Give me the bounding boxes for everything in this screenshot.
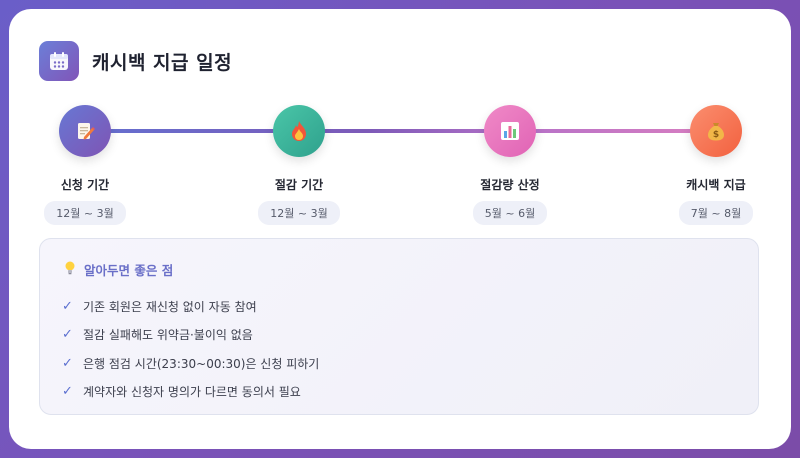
timeline-step-calc: 절감량 산정 5월 ~ 6월 [455,105,565,225]
tips-box: 알아두면 좋은 점 ✓ 기존 회원은 재신청 없이 자동 참여 ✓ 절감 실패해… [39,238,759,415]
check-icon: ✓ [62,327,73,343]
check-icon: ✓ [62,384,73,400]
step-label: 절감 기간 [274,178,324,192]
tip-item: ✓ 절감 실패해도 위약금·불이익 없음 [62,321,319,350]
card-header: 캐시백 지급 일정 [39,41,232,81]
timeline-step-apply: 신청 기간 12월 ~ 3월 [30,105,140,225]
svg-text:$: $ [713,130,719,140]
step-label: 캐시백 지급 [686,178,746,192]
tips-header: 알아두면 좋은 점 [64,260,173,279]
lightbulb-icon [64,260,76,279]
money-bag-icon: $ [690,105,742,157]
timeline-step-save: 절감 기간 12월 ~ 3월 [244,105,354,225]
step-label: 절감량 산정 [480,178,540,192]
step-date: 12월 ~ 3월 [44,201,126,225]
check-icon: ✓ [62,298,73,314]
tips-list: ✓ 기존 회원은 재신청 없이 자동 참여 ✓ 절감 실패해도 위약금·불이익 … [62,292,319,406]
tip-text: 기존 회원은 재신청 없이 자동 참여 [83,299,257,314]
tip-text: 계약자와 신청자 명의가 다르면 동의서 필요 [83,385,301,400]
step-label: 신청 기간 [60,178,110,192]
tip-text: 은행 점검 시간(23:30~00:30)은 신청 피하기 [83,356,320,371]
tip-item: ✓ 기존 회원은 재신청 없이 자동 참여 [62,292,319,321]
page-title: 캐시백 지급 일정 [92,51,233,74]
timeline-line [84,129,716,133]
calendar-icon [39,41,79,81]
step-date: 12월 ~ 3월 [258,201,340,225]
check-icon: ✓ [62,355,73,371]
fire-icon [273,105,325,157]
step-date: 7월 ~ 8월 [678,201,754,225]
tips-title: 알아두면 좋은 점 [84,263,174,278]
step-date: 5월 ~ 6월 [472,201,548,225]
tip-item: ✓ 계약자와 신청자 명의가 다르면 동의서 필요 [62,378,319,407]
tip-text: 절감 실패해도 위약금·불이익 없음 [83,328,253,343]
timeline-step-payout: $ 캐시백 지급 7월 ~ 8월 [661,105,771,225]
tip-item: ✓ 은행 점검 시간(23:30~00:30)은 신청 피하기 [62,349,319,378]
memo-pencil-icon [59,105,111,157]
bar-chart-icon [484,105,536,157]
schedule-card: 캐시백 지급 일정 신청 기간 12월 ~ 3월 절감 기간 12월 ~ 3월 [9,9,791,449]
